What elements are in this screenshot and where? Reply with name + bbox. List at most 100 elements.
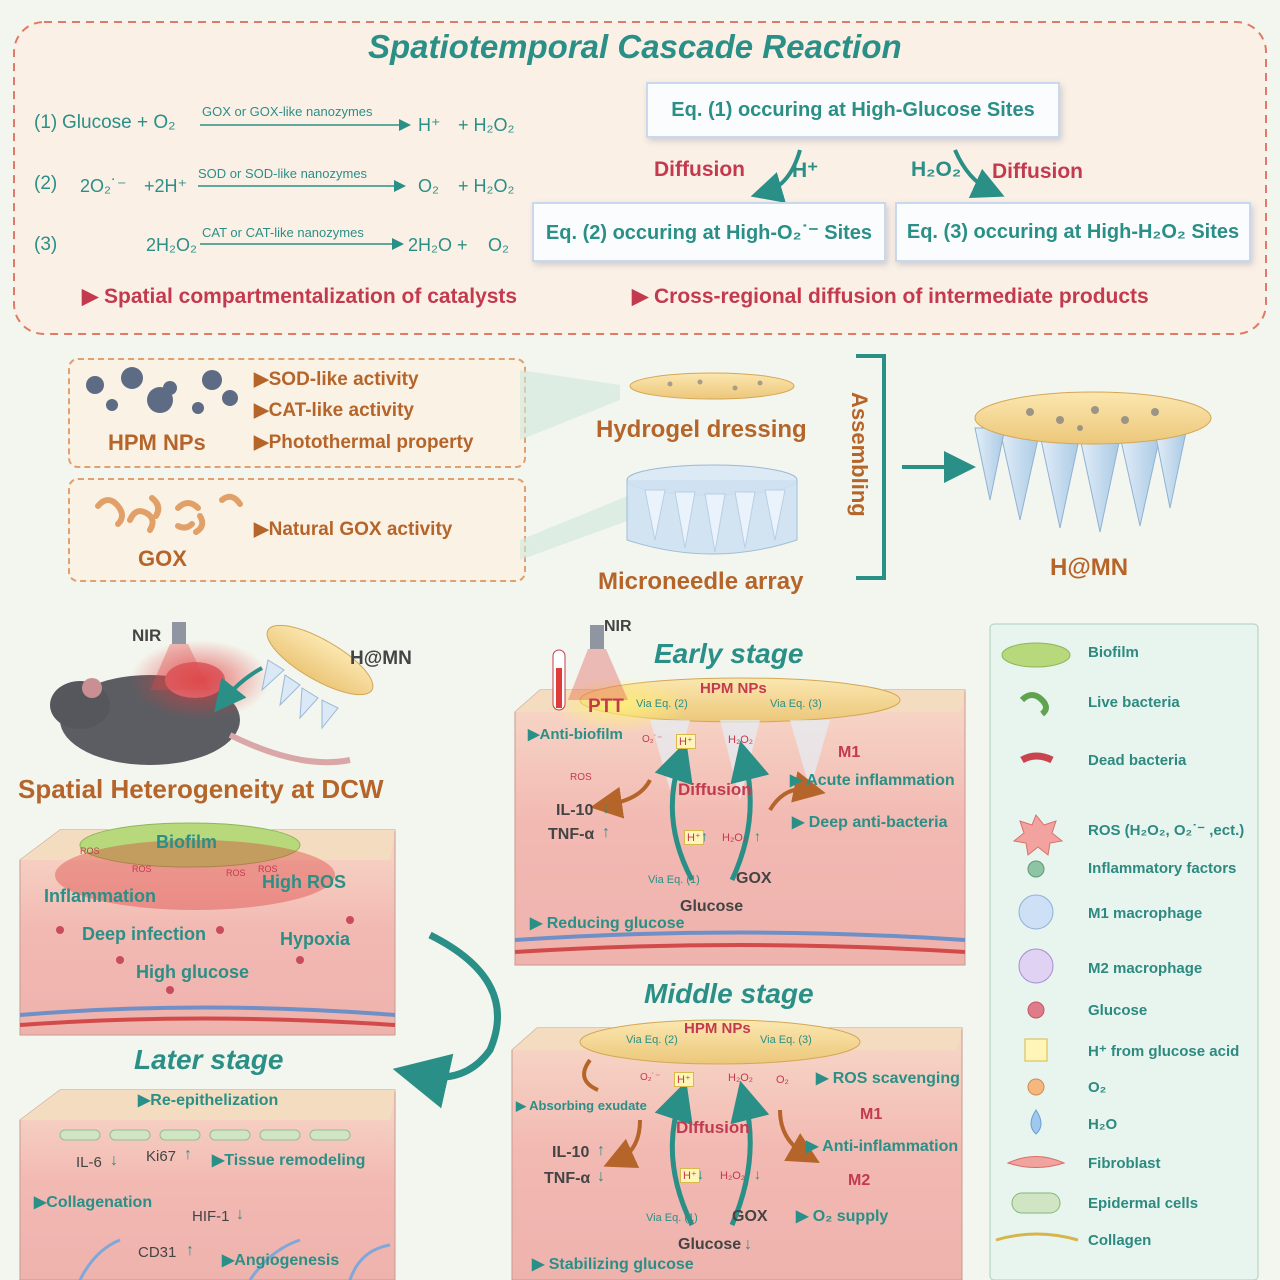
legend-m1-macrophage: M1 macrophage <box>1088 905 1203 922</box>
hpm-label: HPM NPs <box>108 430 206 455</box>
eq2-product-o2: O₂ <box>418 176 439 196</box>
middle-m2: M2 <box>848 1172 871 1189</box>
middle-gox: GOX <box>732 1208 768 1225</box>
eq2-reactant1: 2O₂˙⁻ <box>80 176 127 196</box>
legend-glucose: Glucose <box>1088 1002 1148 1019</box>
legend-fibroblast: Fibroblast <box>1088 1155 1161 1172</box>
middle-via3: Via Eq. (3) <box>760 1034 812 1046</box>
later-il6: IL-6 <box>76 1154 102 1171</box>
diffusion-right-label: Diffusion <box>992 160 1083 183</box>
gox-prop: ▶Natural GOX activity <box>254 519 453 540</box>
bullet-diffusion: ▶ Cross-regional diffusion of intermedia… <box>632 285 1149 308</box>
legend-collagen: Collagen <box>1088 1232 1152 1249</box>
early-acute: ▶ Acute inflammation <box>790 772 955 789</box>
legend-dead-bacteria: Dead bacteria <box>1088 752 1187 769</box>
later-tissue: ▶Tissue remodeling <box>212 1152 366 1169</box>
dcw-ros-tag: ROS <box>132 864 152 874</box>
main-title: Spatiotemporal Cascade Reaction <box>368 28 902 65</box>
middle-absorbing: ▶ Absorbing exudate <box>516 1098 647 1113</box>
early-m1: M1 <box>838 744 861 761</box>
mouse-nir-label: NIR <box>132 626 162 645</box>
later-title: Later stage <box>134 1044 284 1075</box>
early-o2-radical: O₂˙⁻ <box>642 734 663 745</box>
eq2-catalyst: SOD or SOD-like nanozymes <box>198 166 368 181</box>
diffusion-left-species: H⁺ <box>792 159 819 182</box>
eq1-catalyst: GOX or GOX-like nanozymes <box>202 104 373 119</box>
eq1-number: (1) <box>34 112 58 133</box>
later-il6-arrow: ↓ <box>110 1152 118 1169</box>
middle-tnf: TNF-α <box>544 1170 591 1187</box>
hpm-prop-sod: ▶SOD-like activity <box>254 369 419 390</box>
early-il10: IL-10 <box>556 802 594 819</box>
early-hplus-up: ↑ <box>701 828 708 844</box>
middle-tnf-arrow: ↓ <box>597 1168 605 1185</box>
assembling-label: Assembling <box>847 392 872 517</box>
early-via2: Via Eq. (2) <box>636 698 688 710</box>
early-tnf-arrow: ↑ <box>602 824 610 841</box>
early-hplus-lower: H⁺ <box>684 830 704 845</box>
middle-stabilizing: ▶ Stabilizing glucose <box>532 1256 694 1273</box>
mouse-hmn-label: H@MN <box>350 648 412 669</box>
dcw-ros-tag: ROS <box>226 868 246 878</box>
eq3-reactant: 2H₂O₂ <box>146 235 197 255</box>
middle-via1: Via Eq. (1) <box>646 1212 698 1224</box>
microneedle-label: Microneedle array <box>598 568 804 595</box>
middle-title: Middle stage <box>644 978 814 1009</box>
early-h2o2: H₂O₂ <box>728 734 754 746</box>
early-hplus: H⁺ <box>676 734 696 749</box>
middle-diffusion: Diffusion <box>676 1118 750 1137</box>
middle-hplus: H⁺ <box>674 1072 694 1087</box>
site1-box: Eq. (1) occuring at High-Glucose Sites <box>646 82 1060 138</box>
early-nir: NIR <box>604 618 632 635</box>
early-ptt: PTT <box>588 696 624 717</box>
early-h2o2-lower: H₂O₂ <box>722 832 748 844</box>
early-gox: GOX <box>736 870 772 887</box>
legend-o2: O₂ <box>1088 1079 1107 1096</box>
site3-box: Eq. (3) occuring at High-H₂O₂ Sites <box>895 202 1251 262</box>
middle-glucose: Glucose <box>678 1236 742 1253</box>
site2-box: Eq. (2) occuring at High-O₂˙⁻ Sites <box>532 202 886 262</box>
eq1-product-h: H⁺ <box>418 115 441 135</box>
middle-ros-scavenging: ▶ ROS scavenging <box>816 1070 960 1087</box>
middle-h2o2-down: ↓ <box>754 1166 761 1182</box>
dcw-deep-infection: Deep infection <box>82 924 207 944</box>
hpm-prop-photothermal: ▶Photothermal property <box>254 432 474 453</box>
eq3-catalyst: CAT or CAT-like nanozymes <box>202 225 364 240</box>
middle-glucose-arrow: ↓ <box>744 1236 752 1253</box>
early-via1: Via Eq. (1) <box>648 874 700 886</box>
eq3-number: (3) <box>34 234 58 255</box>
dcw-inflammation: Inflammation <box>44 886 157 906</box>
legend-epidermal-cells: Epidermal cells <box>1088 1195 1199 1212</box>
site2-label: Eq. (2) occuring at High-O₂˙⁻ Sites <box>545 221 873 244</box>
eq3-product-o2: O₂ <box>488 235 509 255</box>
middle-h2o2: H₂O₂ <box>728 1072 754 1084</box>
legend-live-bacteria: Live bacteria <box>1088 694 1180 711</box>
middle-h2o2-lower: H₂O₂ <box>720 1170 746 1182</box>
later-hif: HIF-1 <box>192 1208 230 1225</box>
eq3-product-h2o: 2H₂O + <box>408 235 468 255</box>
site3-label: Eq. (3) occuring at High-H₂O₂ Sites <box>906 220 1240 243</box>
dcw-high-ros: High ROS <box>262 872 346 892</box>
diffusion-right-species: H₂O₂ <box>911 158 962 181</box>
legend-m2-macrophage: M2 macrophage <box>1088 960 1203 977</box>
early-reducing: ▶ Reducing glucose <box>530 915 685 932</box>
eq1-product-h2o2: + H₂O₂ <box>458 115 515 135</box>
middle-o2-supply: ▶ O₂ supply <box>796 1208 889 1225</box>
legend-hplus: H⁺ from glucose acid <box>1088 1043 1240 1060</box>
early-il10-arrow: ↓ <box>602 800 610 817</box>
later-cd31-arrow: ↑ <box>186 1242 194 1259</box>
later-collagen: ▶Collagenation <box>34 1194 153 1211</box>
hpm-prop-cat: ▶CAT-like activity <box>254 400 414 421</box>
dcw-high-glucose: High glucose <box>136 962 250 982</box>
legend-biofilm: Biofilm <box>1088 644 1139 661</box>
early-via3: Via Eq. (3) <box>770 698 822 710</box>
early-h2o2-up: ↑ <box>754 828 761 844</box>
eq2-reactant2: +2H⁺ <box>144 176 188 196</box>
later-cd31: CD31 <box>138 1244 177 1261</box>
middle-anti-inflammation: ▶ Anti-inflammation <box>806 1138 959 1155</box>
diffusion-left-label: Diffusion <box>654 158 745 181</box>
bullet-spatial: ▶ Spatial compartmentalization of cataly… <box>82 285 518 308</box>
later-ki67: Ki67 <box>146 1148 177 1165</box>
eq2-product-h2o2: + H₂O₂ <box>458 176 515 196</box>
